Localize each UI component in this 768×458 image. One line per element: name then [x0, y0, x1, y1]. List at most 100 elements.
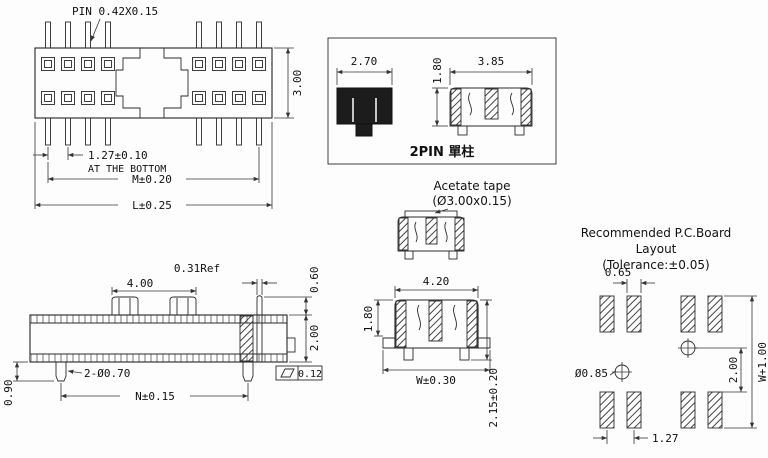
dimension-wall: 0.31Ref [174, 262, 277, 295]
pin-detail-box: 2.70 3.85 1.80 2PIN 單柱 [327, 37, 557, 165]
smt-lead-right [478, 337, 491, 349]
detail-caption: 2PIN 單柱 [410, 144, 475, 160]
dimension-body-height: 3.00 [274, 47, 304, 119]
dim-text-n: N±0.15 [135, 390, 175, 403]
dim-text-0-65: 0.65 [605, 266, 632, 279]
pcb-title-line1: Recommended P.C.Board [581, 226, 732, 240]
dimension-hole-to-pad: 2.00 [695, 347, 747, 393]
dim-text-pegs: 2-Ø0.70 [84, 367, 130, 380]
section-view: 4.20 1.80 W±0.30 2.15±0.20 [362, 275, 500, 428]
dim-text-wall: 0.31Ref [174, 262, 220, 275]
end-section [239, 315, 254, 362]
dim-text-1-80: 1.80 [362, 306, 375, 333]
top-pins [45, 21, 262, 49]
section-body [394, 299, 479, 349]
pad [599, 295, 615, 333]
dimension-4-20: 4.20 [394, 275, 479, 298]
contact-spring [468, 92, 472, 116]
flatness-callout: 0.12 [275, 365, 323, 381]
dimension-l: L±0.25 [34, 122, 273, 212]
dim-text-3-00: 3.00 [291, 70, 304, 97]
contact-spring [414, 221, 418, 243]
pcb-layout: Recommended P.C.Board Layout (Tolerance:… [575, 226, 768, 445]
contact-grid [41, 57, 266, 105]
dimension-w-plus: W+1.00 [724, 295, 768, 429]
dim-text-3-85: 3.85 [478, 55, 505, 68]
pad [599, 391, 615, 429]
two-pin-side-view [336, 87, 393, 137]
dim-text-pitch: 1.27±0.10 [88, 149, 148, 162]
dimension-pegs: 2-Ø0.70 [67, 367, 130, 380]
end-contact-wall [256, 295, 263, 362]
pcb-title-line2: Layout [636, 242, 677, 256]
mounting-peg [55, 362, 67, 382]
foot [403, 347, 414, 361]
foot [459, 347, 470, 361]
pad-row-top [599, 295, 723, 333]
tape [404, 210, 458, 218]
flatness-value: 0.12 [298, 369, 322, 380]
dimension-pitch: 1.27±0.10 AT THE BOTTOM [33, 147, 166, 175]
tape-tab [111, 296, 139, 315]
dim-text-4-20: 4.20 [423, 275, 450, 288]
acetate-tape-view: Acetate tape (Ø3.00x0.15) [397, 179, 512, 260]
dim-text-1-27: 1.27 [652, 432, 679, 445]
mounting-peg [242, 362, 254, 382]
contact-spring [453, 304, 457, 331]
dim-text-w: W±0.30 [416, 374, 456, 387]
smt-lead-left [382, 337, 395, 349]
dim-text-hole: Ø0.85 [575, 367, 608, 380]
dim-text-4-00: 4.00 [127, 277, 154, 290]
dimension-tab-span: 4.00 [111, 277, 197, 295]
dim-text-w-plus: W+1.00 [756, 342, 768, 382]
flatness-symbol [280, 368, 295, 378]
dimension-hole-dia: Ø0.85 [575, 367, 617, 380]
pad [626, 391, 642, 429]
dimension-1-80: 1.80 [362, 299, 393, 337]
dim-text-0-90: 0.90 [2, 380, 15, 407]
dimension-1-80-detail: 1.80 [431, 58, 448, 127]
pin-size-label: PIN 0.42X0.15 [72, 5, 158, 18]
dim-text-1-80: 1.80 [431, 58, 444, 85]
acetate-label: Acetate tape [434, 179, 511, 193]
dimension-side-height: 2.00 [289, 315, 321, 363]
dimension-3-85: 3.85 [449, 55, 533, 85]
connector-body-outline [34, 47, 273, 119]
contact-spring [444, 221, 448, 243]
acetate-spec: (Ø3.00x0.15) [432, 194, 511, 208]
side-view: 0.31Ref 4.00 0.60 2.00 0.12 [2, 262, 323, 407]
dim-text-0-60: 0.60 [308, 267, 321, 294]
front-view: PIN 0.42X0.15 3.00 1.27±0.10 AT THE BOTT… [33, 5, 304, 212]
dim-text-2-15: 2.15±0.20 [487, 368, 500, 428]
center-key [115, 47, 189, 119]
pitch-note: AT THE BOTTOM [88, 164, 166, 175]
dimension-step: 0.60 [264, 267, 321, 316]
dimension-total-height: 2.15±0.20 [471, 299, 500, 428]
pad [707, 391, 723, 429]
dimension-pad-width: 0.65 [605, 266, 655, 293]
dim-text-2-00: 2.00 [308, 325, 321, 352]
two-pin-section-view [449, 87, 533, 136]
pin-leader-line [90, 18, 101, 42]
side-lock [286, 337, 296, 353]
contact-spring [510, 92, 514, 116]
dimension-span-n: N±0.15 [60, 383, 249, 403]
dimension-2-70: 2.70 [336, 55, 393, 85]
tape-tab [169, 296, 197, 315]
pad [680, 295, 696, 333]
pad [707, 295, 723, 333]
dim-text-2-00-pcb: 2.00 [727, 357, 740, 384]
contact-spring [417, 304, 421, 331]
dim-text-l: L±0.25 [132, 199, 172, 212]
pad-row-bottom [599, 391, 723, 429]
dim-text-m: M±0.20 [132, 173, 172, 186]
dim-text-2-70: 2.70 [351, 55, 378, 68]
pad [626, 295, 642, 333]
dimension-m: M±0.20 [47, 147, 260, 186]
bottom-pins [45, 117, 262, 146]
detail-frame [327, 37, 557, 165]
pad [680, 391, 696, 429]
dimension-w: W±0.30 [382, 350, 491, 387]
